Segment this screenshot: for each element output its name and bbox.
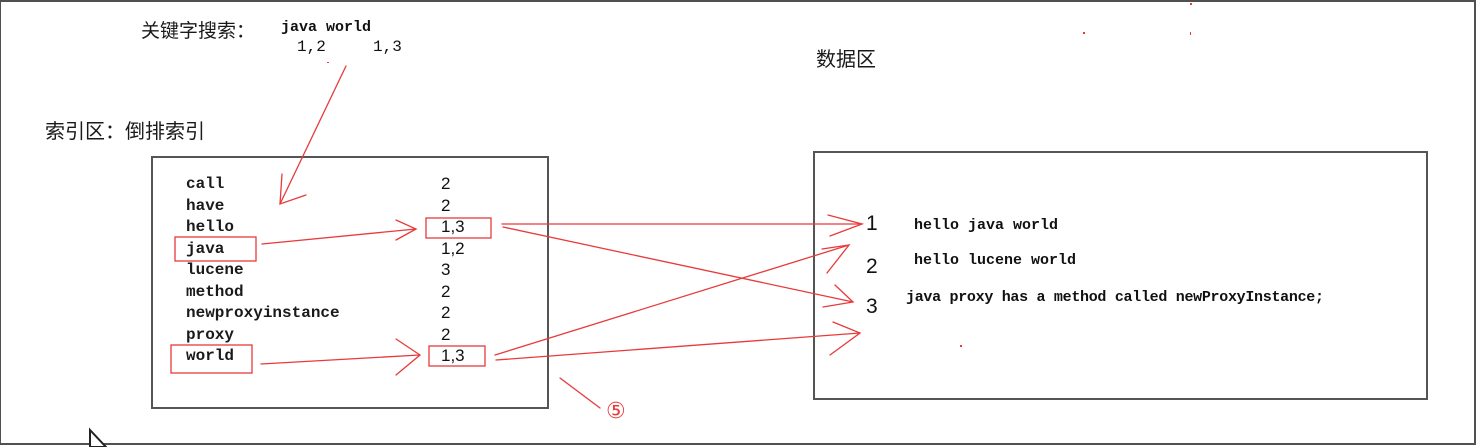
index-postings: 1,3 [441,346,465,365]
query-terms: java world [281,19,372,36]
index-term: have [186,197,225,215]
index-postings: 2 [441,174,451,193]
index-postings: 1,2 [441,239,465,258]
query-label: 关键字搜索： [141,20,256,42]
doc-text: java proxy has a method called newProxyI… [906,289,1324,306]
index-postings: 2 [441,196,451,215]
step-marker: ⑤ [606,399,626,424]
doc-id: 3 [866,295,878,318]
index-postings: 2 [441,303,451,322]
index-term: proxy [186,326,235,344]
query-postings: 1,2 1,3 [297,38,402,56]
query-posting-world: 1,3 [373,38,402,56]
index-area-title: 索引区：倒排索引 [45,119,205,143]
index-postings: 2 [441,282,451,301]
index-term: lucene [186,261,244,279]
index-postings: 3 [441,260,451,279]
index-term: newproxyinstance [186,304,340,322]
data-area-box [813,151,1428,400]
data-area-title: 数据区 [816,47,876,71]
index-postings: 2 [441,325,451,344]
index-term: java [186,240,225,258]
query-posting-java: 1,2 [297,38,326,56]
doc-text: hello lucene world [914,252,1077,269]
doc-text: hello java world [914,217,1059,234]
index-term: world [186,347,235,365]
index-term: call [186,175,225,193]
doc-id: 2 [866,255,878,278]
index-term: method [186,283,244,301]
index-term: hello [186,218,235,236]
index-postings: 1,3 [441,217,465,236]
doc-id: 1 [866,212,878,235]
